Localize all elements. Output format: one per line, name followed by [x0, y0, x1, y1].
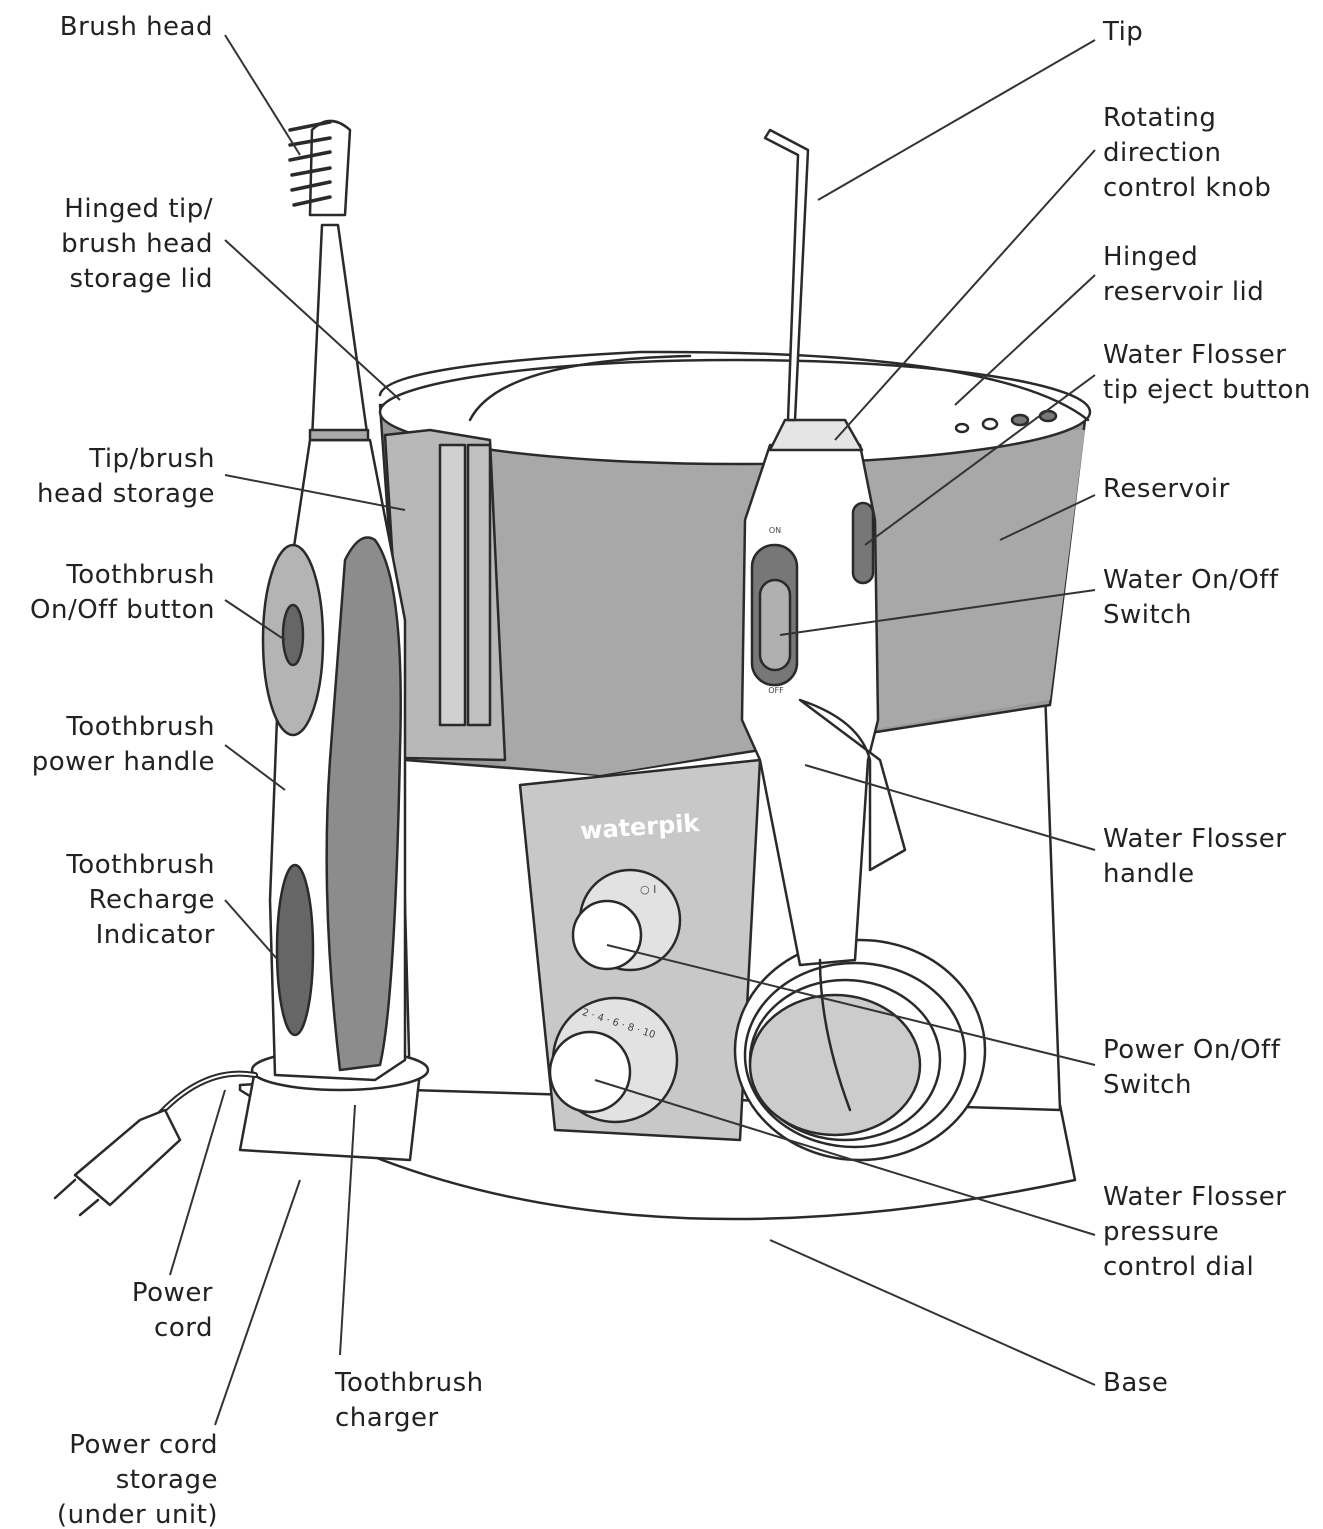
leader-hinged-tip-lid — [224, 239, 401, 401]
rotating-knob — [768, 418, 864, 452]
label-toothbrush-recharge: Toothbrush Recharge Indicator — [66, 850, 215, 950]
label-reservoir: Reservoir — [1103, 474, 1230, 504]
label-toothbrush-charger: Toothbrush charger — [335, 1368, 484, 1433]
leader-toothbrush-on-off — [224, 599, 286, 641]
leader-rotating-knob — [834, 149, 1096, 441]
leader-tip — [817, 39, 1096, 201]
leader-reservoir — [999, 494, 1096, 541]
power-plug — [73, 1108, 182, 1207]
reservoir-lid — [378, 358, 1092, 466]
eject-button-holes — [954, 422, 970, 434]
leader-power-switch — [606, 944, 1096, 1066]
leader-power-cord-storage — [214, 1179, 301, 1426]
label-toothbrush-on-off: Toothbrush On/Off button — [30, 560, 215, 625]
label-flosser-handle: Water Flosser handle — [1103, 824, 1287, 889]
toothbrush-neck — [310, 223, 370, 442]
label-hinged-tip-lid: Hinged tip/ brush head storage lid — [61, 194, 213, 294]
leader-lines — [169, 34, 1096, 1426]
pressure-dial-knob — [548, 1030, 632, 1114]
label-power-cord-storage: Power cord storage (under unit) — [56, 1430, 218, 1529]
leader-flosser-handle — [804, 764, 1096, 851]
label-tip-eject: Water Flosser tip eject button — [1103, 340, 1311, 405]
leader-water-switch — [779, 589, 1096, 636]
water-switch-off-mark: OFF — [768, 686, 784, 695]
leader-toothbrush-charger — [339, 1104, 356, 1356]
power-dial-marks: ○ I — [640, 883, 656, 896]
label-hinged-reservoir-lid: Hinged reservoir lid — [1103, 242, 1265, 307]
label-power-switch: Power On/Off Switch — [1103, 1035, 1281, 1100]
label-water-switch: Water On/Off Switch — [1103, 565, 1279, 630]
label-base: Base — [1103, 1368, 1169, 1398]
label-tip-brush-storage: Tip/brush head storage — [37, 444, 215, 509]
leader-toothbrush-power-handle — [224, 744, 286, 791]
leader-base — [769, 1239, 1096, 1386]
label-brush-head: Brush head — [59, 12, 213, 42]
label-rotating-knob: Rotating direction control knob — [1103, 103, 1272, 203]
leader-tip-eject — [864, 374, 1096, 546]
leader-pressure-dial — [594, 1079, 1096, 1236]
leader-brush-head — [224, 34, 301, 156]
flosser-tip — [763, 128, 810, 422]
tip-eject-button — [851, 501, 875, 585]
water-switch-on-mark: ON — [769, 526, 781, 535]
label-tip: Tip — [1103, 17, 1144, 47]
leader-tip-storage — [224, 474, 406, 511]
leader-power-cord — [169, 1089, 226, 1276]
recharge-indicator — [275, 863, 315, 1037]
label-toothbrush-power-handle: Toothbrush power handle — [31, 712, 215, 777]
leader-hinged-reservoir-lid — [954, 274, 1096, 406]
power-switch-knob — [571, 899, 643, 971]
label-power-cord: Power cord — [131, 1278, 213, 1343]
label-pressure-dial: Water Flosser pressure control dial — [1103, 1182, 1287, 1282]
leader-recharge-indicator — [224, 899, 279, 961]
